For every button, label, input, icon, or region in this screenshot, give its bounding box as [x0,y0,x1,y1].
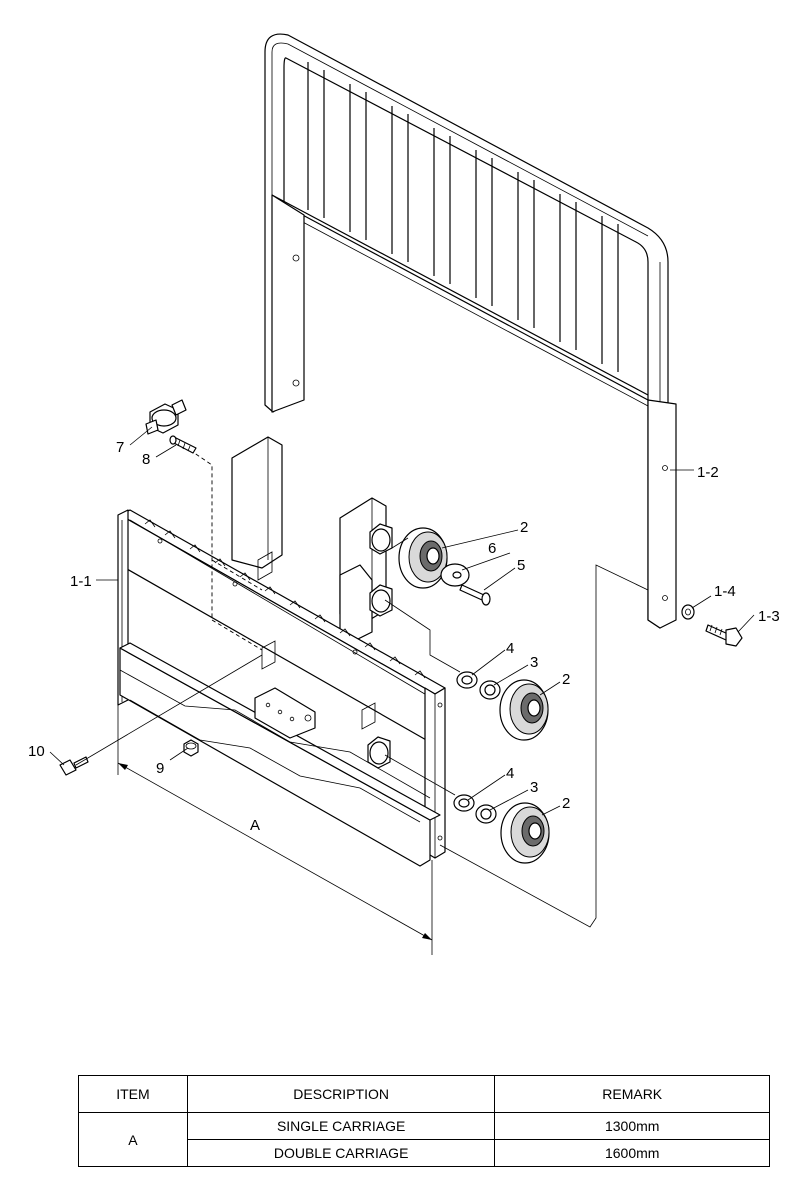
load-backrest [264,33,677,629]
label-2-middle: 2 [562,671,570,688]
fork-carriage [117,436,446,867]
bolt-5 [459,584,491,606]
label-2-upper: 2 [520,519,528,536]
table-row: DOUBLE CARRIAGE 1600mm [79,1139,770,1167]
header-item: ITEM [78,1075,188,1113]
label-8: 8 [142,451,150,468]
table-row: A SINGLE CARRIAGE 1300mm [78,1112,770,1167]
dimension-a [117,700,433,955]
item-cell: A [78,1112,188,1167]
remark-cell: 1600mm [494,1139,770,1167]
label-3-upper: 3 [530,654,538,671]
table-header-row: ITEM DESCRIPTION REMARK [78,1075,770,1113]
header-description: DESCRIPTION [186,1075,496,1113]
assembly-guide-lines [189,449,263,651]
label-6: 6 [488,540,496,557]
label-9: 9 [156,760,164,777]
label-1-2: 1-2 [697,464,719,481]
label-7: 7 [116,439,124,456]
upper-roller [369,523,448,589]
label-4-upper: 4 [506,640,514,657]
part-10-screw [59,654,263,776]
label-4-lower: 4 [506,765,514,782]
part-8-bolt [169,435,197,454]
specification-table: ITEM DESCRIPTION REMARK A SINGLE CARRIAG… [78,1075,770,1167]
label-2-lower: 2 [562,795,570,812]
label-1-1: 1-1 [70,573,92,590]
part-9-nut [183,739,199,757]
exploded-parts-diagram: 7 8 1-1 1-2 1-3 1-4 2 6 5 4 3 2 4 3 2 9 … [28,33,780,955]
remark-cell: 1300mm [494,1112,770,1140]
label-3-lower: 3 [530,779,538,796]
label-dimension-a: A [250,817,260,834]
label-5: 5 [517,557,525,574]
label-1-3: 1-3 [758,608,780,625]
part-1-3-bolt [705,624,743,647]
description-cell: DOUBLE CARRIAGE [186,1139,496,1167]
part-1-4-washer [681,604,695,620]
callout-leaders [49,426,755,816]
middle-roller [369,584,549,741]
part-7-fitting [145,399,187,435]
description-cell: SINGLE CARRIAGE [186,1112,496,1140]
roller-guide-lines [384,537,649,928]
label-1-4: 1-4 [714,583,736,600]
header-remark: REMARK [494,1075,770,1113]
lower-roller [367,736,550,864]
washer-6 [440,563,470,587]
label-10: 10 [28,743,45,760]
